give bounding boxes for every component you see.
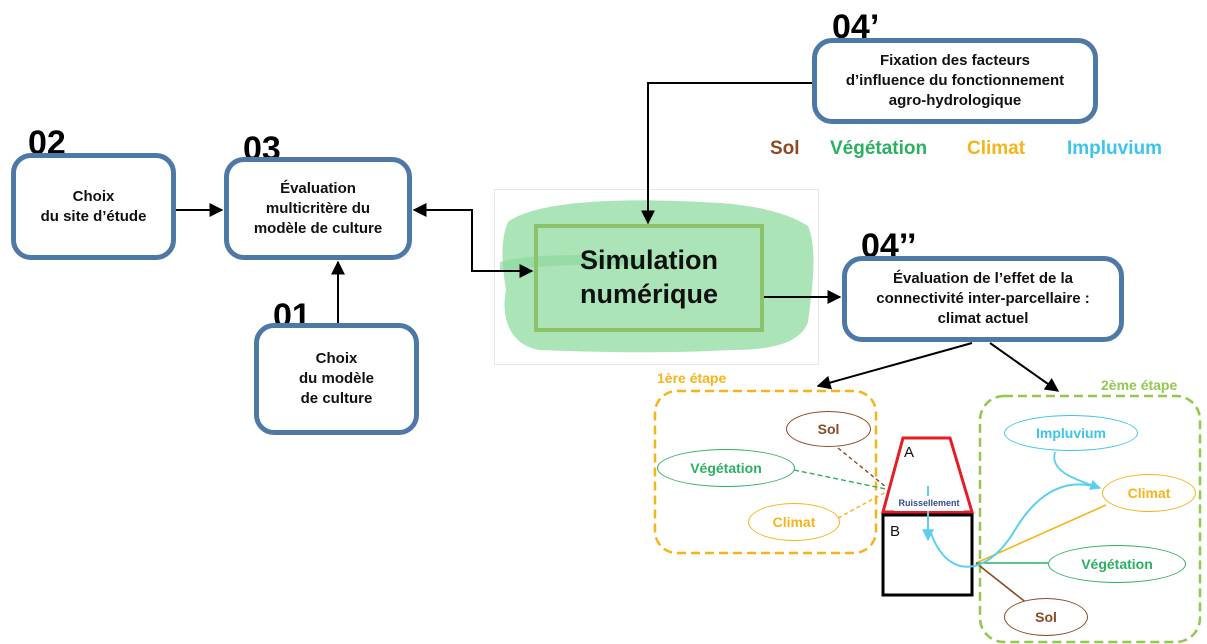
etape1-climat-ellipse: Climat xyxy=(748,503,840,541)
green-paint-splash xyxy=(502,200,814,353)
link-sol-etape2 xyxy=(975,562,1029,605)
box-evaluation-multicritere: Évaluation multicritère du modèle de cul… xyxy=(224,157,412,260)
etape1-sol-ellipse: Sol xyxy=(786,411,871,447)
legend-sol: Sol xyxy=(770,138,800,159)
box-choix-site: Choix du site d’étude xyxy=(11,153,176,260)
link-sol-etape1 xyxy=(837,447,887,488)
arrow-to-etape-2 xyxy=(989,342,1060,392)
parcel-a-label: A xyxy=(904,444,915,461)
simulation-label: Simulation numérique xyxy=(579,245,719,309)
etape-2-title: 2ème étape xyxy=(1101,377,1178,393)
etape2-vegetation-ellipse: Végétation xyxy=(1048,545,1186,583)
box-evaluation-connectivite: Évaluation de l’effet de la connectivité… xyxy=(842,256,1124,342)
box-fixation-facteurs: Fixation des facteurs d’influence du fon… xyxy=(812,38,1098,124)
ruissellement-label: Ruissellement xyxy=(894,496,964,511)
etape2-sol-ellipse: Sol xyxy=(1004,598,1088,636)
arrow-to-etape-1 xyxy=(816,342,973,390)
etape-2-region xyxy=(978,394,1202,644)
parcel-b-label: B xyxy=(890,523,901,540)
etape-1-region xyxy=(653,389,878,555)
etape2-impluvium-ellipse: Impluvium xyxy=(1004,415,1138,451)
link-climat-etape1 xyxy=(837,491,887,519)
etape2-climat-ellipse: Climat xyxy=(1102,474,1196,512)
legend-climat: Climat xyxy=(967,138,1026,159)
legend-vegetation: Végétation xyxy=(830,138,928,159)
flow-ruissellement-curve xyxy=(929,483,1101,568)
link-vegetation-etape1 xyxy=(793,469,887,490)
flow-impluvium-to-climat xyxy=(1053,451,1102,491)
etape-1-title: 1ère étape xyxy=(657,370,727,386)
parcel-a-trapezoid xyxy=(881,436,975,514)
box-choix-modele: Choix du modèle de culture xyxy=(254,323,419,435)
arrow-evaluation-simulation xyxy=(412,203,534,278)
simulation-frame xyxy=(534,224,764,332)
arrow-fixation-to-simulation xyxy=(641,82,812,225)
etape1-vegetation-ellipse: Végétation xyxy=(657,449,795,487)
legend-impluvium: Impluvium xyxy=(1067,138,1163,159)
